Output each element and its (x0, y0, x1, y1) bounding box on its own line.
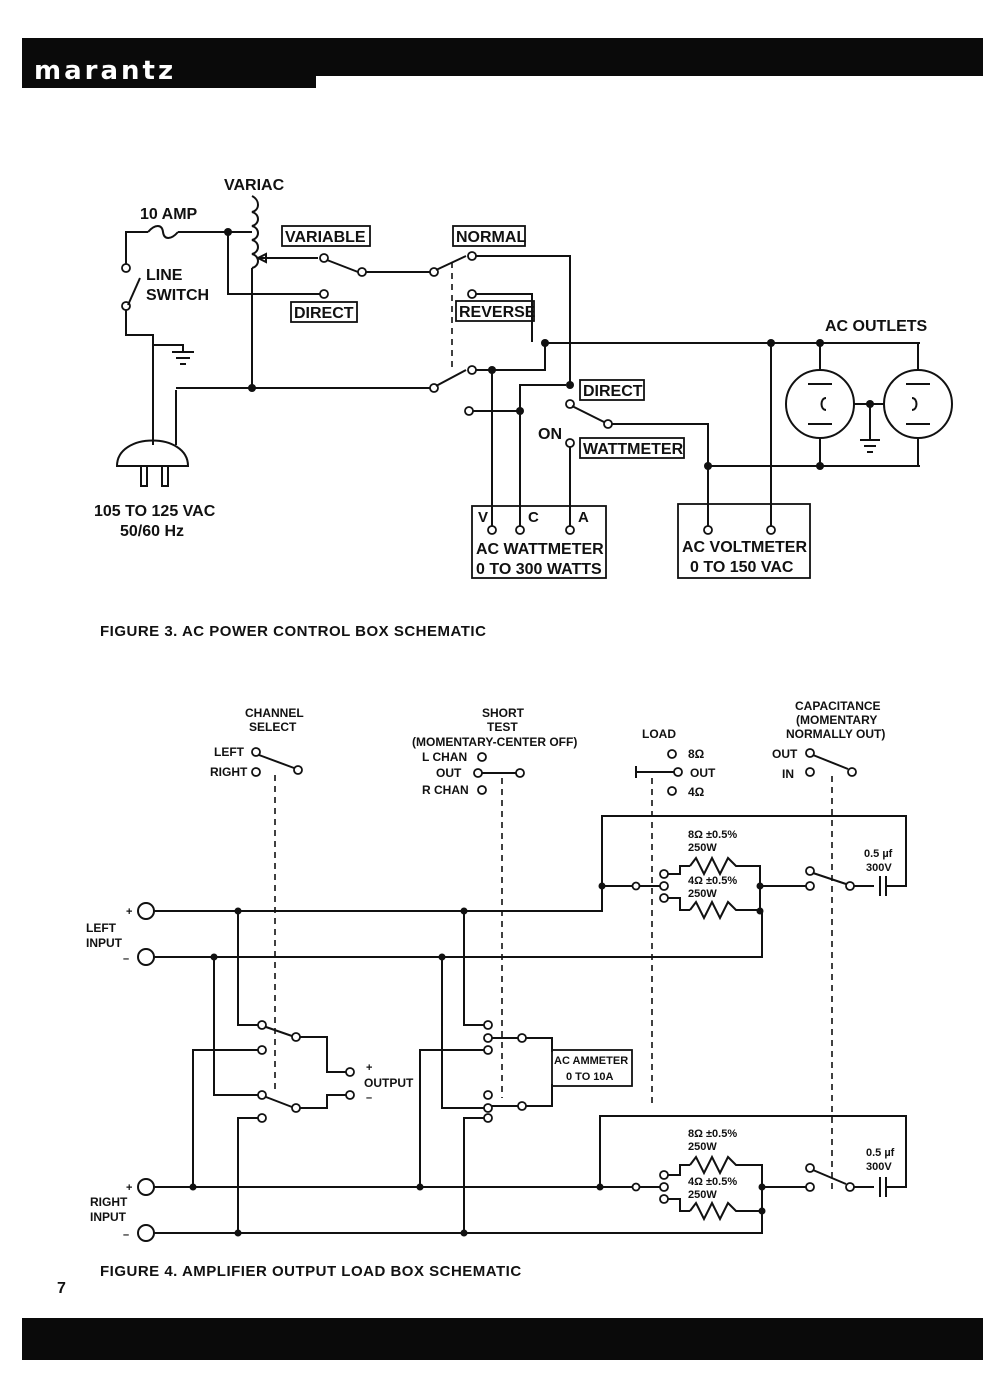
label-minus: – (366, 1092, 372, 1104)
label-left-input-1: LEFT (86, 921, 117, 935)
label-left-input-2: INPUT (86, 936, 123, 950)
label-capacitance: CAPACITANCE (795, 699, 881, 713)
label-short: SHORT (482, 706, 525, 720)
label-c: C (528, 509, 539, 526)
label-cap-top-1: 0.5 µf (864, 848, 893, 860)
label-v: V (478, 509, 488, 526)
label-right-input-1: RIGHT (90, 1195, 128, 1209)
label-normal: NORMAL (456, 229, 526, 246)
label-r4-bot: 4Ω ±0.5% (688, 1176, 737, 1188)
capacitor-icon (854, 1177, 893, 1197)
label-normally-out: NORMALLY OUT) (786, 727, 885, 741)
label-line: LINE (146, 267, 183, 284)
page-number: 7 (57, 1280, 66, 1297)
resistor-icon (689, 855, 761, 886)
fuse-icon (147, 225, 179, 239)
label-cap-out: OUT (772, 747, 798, 761)
label-direct-2: DIRECT (583, 383, 643, 400)
label-right: RIGHT (210, 765, 248, 779)
label-select: SELECT (249, 720, 297, 734)
label-test: TEST (487, 720, 518, 734)
label-cap-in: IN (782, 767, 794, 781)
label-output: OUTPUT (364, 1076, 414, 1090)
label-l-chan: L CHAN (422, 750, 467, 764)
ground-icon (153, 344, 194, 365)
ground-icon (860, 404, 880, 453)
capacitor-icon (854, 876, 893, 896)
label-channel: CHANNEL (245, 706, 304, 720)
terminal-icon (137, 1178, 155, 1196)
label-left: LEFT (214, 745, 245, 759)
figure-4-caption: FIGURE 4. AMPLIFIER OUTPUT LOAD BOX SCHE… (100, 1263, 522, 1280)
label-cap-top-2: 300V (866, 862, 892, 874)
label-wattmeter: WATTMETER (583, 441, 684, 458)
outlet-icon (785, 369, 855, 439)
label-r8-top-w: 250W (688, 842, 717, 854)
label-r8-bot-w: 250W (688, 1141, 717, 1153)
label-right-input-2: INPUT (90, 1210, 127, 1224)
label-minus: – (123, 953, 129, 965)
label-4-ohm: 4Ω (688, 785, 705, 799)
label-r4-top-w: 250W (688, 888, 717, 900)
plug-icon (115, 439, 190, 467)
label-wattmeter-box-1: AC WATTMETER (476, 541, 604, 558)
label-10-amp: 10 AMP (140, 206, 198, 223)
label-direct: DIRECT (294, 305, 354, 322)
terminal-icon (137, 1224, 155, 1242)
header-bar-tab (22, 76, 316, 88)
label-on: ON (538, 426, 562, 443)
label-plus: + (126, 906, 132, 918)
label-momentary: (MOMENTARY (796, 713, 877, 727)
label-variac: VARIAC (224, 177, 285, 194)
label-minus: – (123, 1229, 129, 1241)
label-r4-bot-w: 250W (688, 1189, 717, 1201)
label-r8-top: 8Ω ±0.5% (688, 829, 737, 841)
resistor-icon (689, 886, 761, 921)
label-plus: + (126, 1182, 132, 1194)
label-hz: 50/60 Hz (120, 523, 184, 540)
label-ammeter-1: AC AMMETER (554, 1055, 628, 1067)
label-voltmeter-box-1: AC VOLTMETER (682, 539, 807, 556)
label-ammeter-2: 0 TO 10A (566, 1071, 614, 1083)
label-variable: VARIABLE (285, 229, 366, 246)
label-voltmeter-box-2: 0 TO 150 VAC (690, 559, 794, 576)
label-switch: SWITCH (146, 287, 209, 304)
label-cap-bot-2: 300V (866, 1161, 892, 1173)
label-r8-bot: 8Ω ±0.5% (688, 1128, 737, 1140)
figure-3-ac-power-control-schematic: VARIAC 10 AMP LINE SWITCH VARIABLE DIREC… (94, 177, 953, 579)
terminal-icon (137, 948, 155, 966)
variac-coil-icon (251, 195, 259, 269)
label-a: A (578, 509, 589, 526)
resistor-icon (689, 1154, 763, 1187)
label-reverse: REVERSE (459, 304, 536, 321)
label-r-chan: R CHAN (422, 783, 469, 797)
outlet-icon (883, 369, 953, 439)
label-r4-top: 4Ω ±0.5% (688, 875, 737, 887)
figure-3-caption: FIGURE 3. AC POWER CONTROL BOX SCHEMATIC (100, 623, 487, 640)
label-load-out: OUT (690, 766, 716, 780)
label-ac-outlets: AC OUTLETS (825, 318, 928, 335)
label-momentary-center-off: (MOMENTARY-CENTER OFF) (412, 735, 577, 749)
label-wattmeter-box-2: 0 TO 300 WATTS (476, 561, 602, 578)
label-plus: + (366, 1062, 372, 1074)
label-load: LOAD (642, 727, 676, 741)
figure-4-amplifier-load-schematic: CHANNEL SELECT LEFT RIGHT SHORT TEST (MO… (86, 699, 907, 1242)
terminal-icon (137, 902, 155, 920)
footer-bar (22, 1318, 983, 1360)
header-bar (22, 38, 983, 76)
label-vac: 105 TO 125 VAC (94, 503, 216, 520)
brand-logo: marantz (34, 58, 177, 80)
label-cap-bot-1: 0.5 µf (866, 1147, 895, 1159)
label-8-ohm: 8Ω (688, 747, 705, 761)
resistor-icon (689, 1187, 763, 1222)
label-out-short: OUT (436, 766, 462, 780)
